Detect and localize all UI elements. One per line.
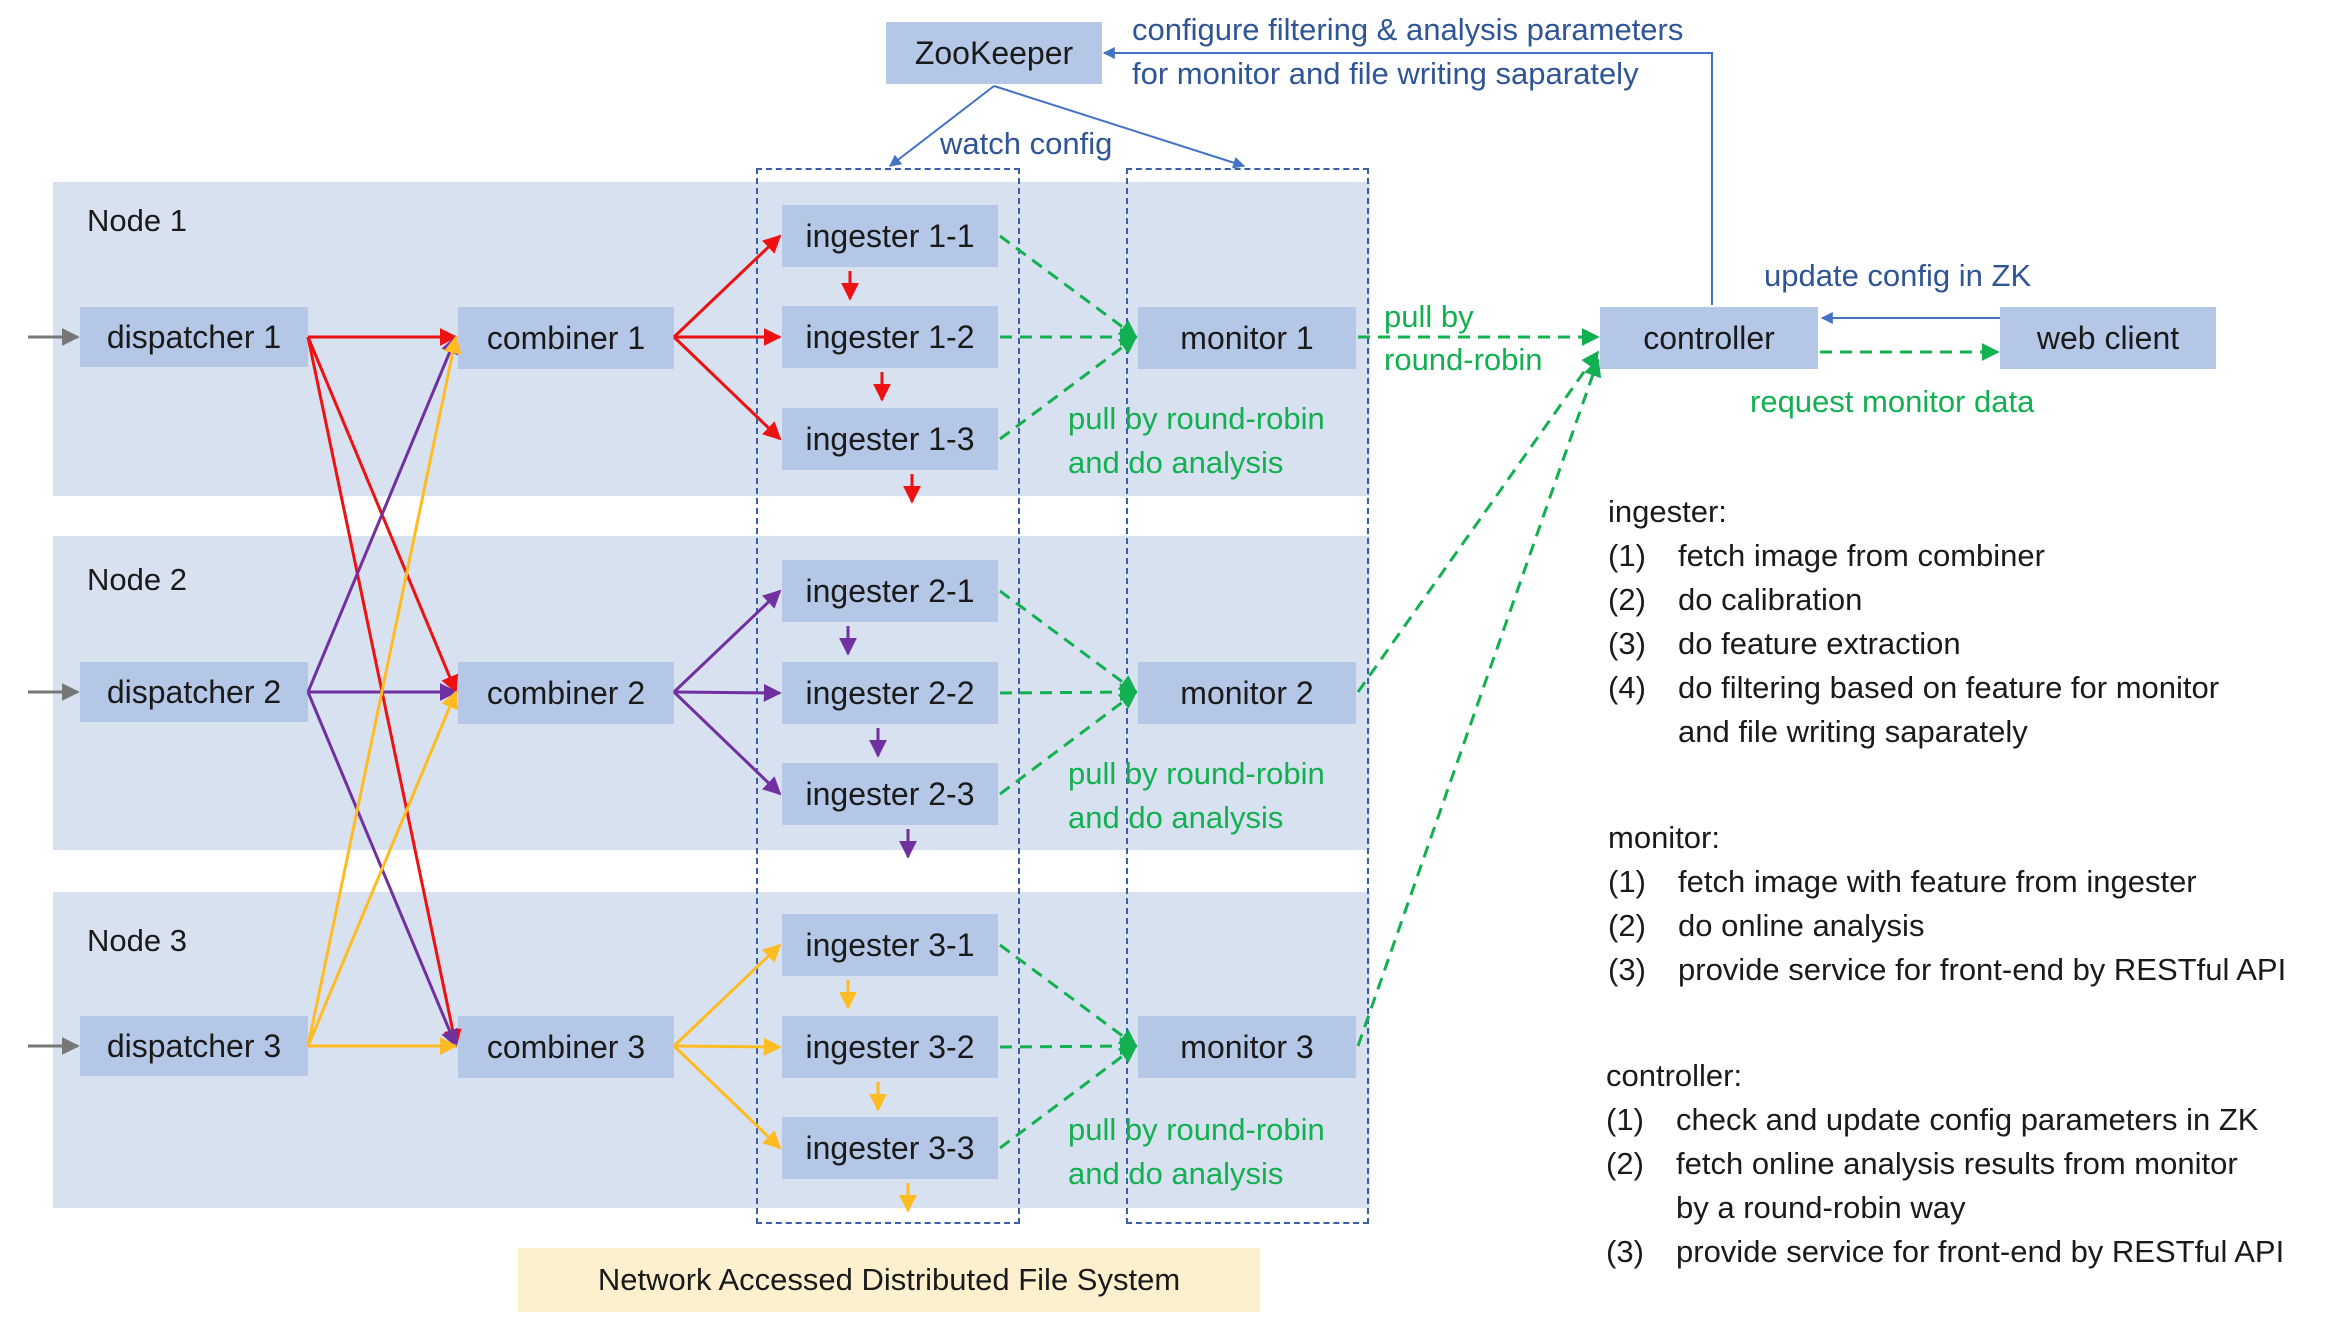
node-2-label: Node 2 [87, 562, 187, 597]
combiner-1: combiner 1 [458, 307, 674, 369]
ingester-3-2: ingester 3-2 [782, 1016, 998, 1078]
watch-config-arrow-monitors [993, 85, 1246, 169]
node-3-label: Node 3 [87, 923, 187, 958]
dispatch-arrow-2-to-1 [306, 335, 459, 693]
ingester-1-2: ingester 1-2 [782, 306, 998, 368]
legend-num: (3) [1608, 952, 1646, 987]
pull-rr-label-line1: pull by [1384, 299, 1474, 334]
controller-legend: controller: (1) check and update config p… [1606, 1054, 2284, 1274]
legend-text: provide service for front-end by RESTful… [1676, 1234, 2285, 1269]
legend-num: (1) [1606, 1102, 1644, 1137]
dispatcher-1: dispatcher 1 [80, 307, 308, 367]
ingester-3-1: ingester 3-1 [782, 914, 998, 976]
legend-text: do filtering based on feature for monito… [1678, 670, 2220, 705]
pull-rr-label-line2: round-robin [1384, 342, 1543, 377]
combine-arrow-3-2 [673, 1037, 782, 1056]
legend-text: do calibration [1678, 582, 1863, 617]
ingester-group-border [756, 168, 1020, 1224]
ingester-1-3: ingester 1-3 [782, 408, 998, 470]
legend-num [1608, 710, 1678, 754]
legend-num [1606, 1186, 1676, 1230]
legend-title: controller: [1606, 1058, 1743, 1093]
pull-arrow-2-1 [999, 589, 1138, 694]
distributed-file-system: Network Accessed Distributed File System [518, 1248, 1260, 1312]
combine-arrow-3-1 [672, 943, 782, 1048]
update-config-label: update config in ZK [1764, 258, 2032, 293]
dispatcher-3: dispatcher 3 [80, 1016, 308, 1076]
pull-arrow-2-2 [999, 683, 1138, 702]
pull-arrow-2-3 [999, 690, 1138, 796]
combine-arrow-1-1 [672, 234, 782, 339]
legend-num: (3) [1608, 626, 1646, 661]
ingester-1-1: ingester 1-1 [782, 205, 998, 267]
legend-title: monitor: [1608, 820, 1720, 855]
legend-num: (2) [1608, 582, 1646, 617]
ingester-3-3: ingester 3-3 [782, 1117, 998, 1179]
legend-text: fetch image with feature from ingester [1678, 864, 2197, 899]
configure-label-line2: for monitor and file writing saparately [1132, 56, 1639, 91]
dispatch-arrow-3-to-2 [306, 690, 459, 1047]
node-1-label: Node 1 [87, 203, 187, 238]
monitor-3-to-controller [1356, 358, 1602, 1047]
monitor-legend: monitor: (1) fetch image with feature fro… [1608, 816, 2286, 992]
pull-analysis-1-line2: and do analysis [1068, 445, 1284, 480]
watch-config-label: watch config [940, 126, 1113, 161]
legend-num: (3) [1606, 1234, 1644, 1269]
legend-num: (1) [1608, 538, 1646, 573]
monitor-3: monitor 3 [1138, 1016, 1356, 1078]
legend-text: fetch image from combiner [1678, 538, 2045, 573]
legend-text: provide service for front-end by RESTful… [1678, 952, 2287, 987]
pull-arrow-3-1 [999, 943, 1138, 1048]
request-monitor-label: request monitor data [1750, 384, 2035, 419]
legend-num: (1) [1608, 864, 1646, 899]
watch-config-arrow-ingesters [889, 85, 995, 167]
web-client-box: web client [2000, 307, 2216, 369]
pull-analysis-1-line1: pull by round-robin [1068, 401, 1325, 436]
controller-box: controller [1600, 307, 1818, 369]
ingester-2-1: ingester 2-1 [782, 560, 998, 622]
legend-num: (2) [1608, 908, 1646, 943]
legend-text: by a round-robin way [1676, 1190, 1966, 1225]
legend-text: do online analysis [1678, 908, 1925, 943]
ingester-2-3: ingester 2-3 [782, 763, 998, 825]
pull-arrow-1-1 [999, 234, 1138, 339]
combine-arrow-2-2 [673, 683, 782, 702]
dispatcher-2: dispatcher 2 [80, 662, 308, 722]
combine-arrow-3-3 [672, 1044, 782, 1150]
legend-title: ingester: [1608, 494, 1727, 529]
pull-arrow-3-2 [999, 1037, 1138, 1056]
monitor-2: monitor 2 [1138, 662, 1356, 724]
pull-analysis-3-line2: and do analysis [1068, 1156, 1284, 1191]
controller-to-zookeeper [1102, 47, 1713, 305]
legend-num: (4) [1608, 670, 1646, 705]
pull-analysis-2-line1: pull by round-robin [1068, 756, 1325, 791]
combine-arrow-2-3 [672, 690, 782, 796]
legend-text: fetch online analysis results from monit… [1676, 1146, 2238, 1181]
pull-analysis-3-line1: pull by round-robin [1068, 1112, 1325, 1147]
configure-label-line1: configure filtering & analysis parameter… [1132, 12, 1684, 47]
ingester-2-2: ingester 2-2 [782, 662, 998, 724]
monitor-1: monitor 1 [1138, 307, 1356, 369]
combiner-3: combiner 3 [458, 1016, 674, 1078]
legend-text: do feature extraction [1678, 626, 1961, 661]
legend-text: check and update config parameters in ZK [1676, 1102, 2259, 1137]
legend-text: and file writing saparately [1678, 714, 2028, 749]
ingester-legend: ingester: (1) fetch image from combiner (… [1608, 490, 2219, 754]
monitor-2-to-controller [1356, 350, 1600, 693]
zookeeper-box: ZooKeeper [886, 22, 1102, 84]
combine-arrow-2-1 [672, 589, 782, 694]
combine-arrow-1-3 [672, 335, 782, 441]
combiner-2: combiner 2 [458, 662, 674, 724]
dispatch-arrow-3-to-1 [306, 335, 462, 1047]
pull-analysis-2-line2: and do analysis [1068, 800, 1284, 835]
pull-arrow-3-3 [999, 1044, 1138, 1150]
legend-num: (2) [1606, 1146, 1644, 1181]
pull-arrow-1-3 [999, 335, 1138, 441]
